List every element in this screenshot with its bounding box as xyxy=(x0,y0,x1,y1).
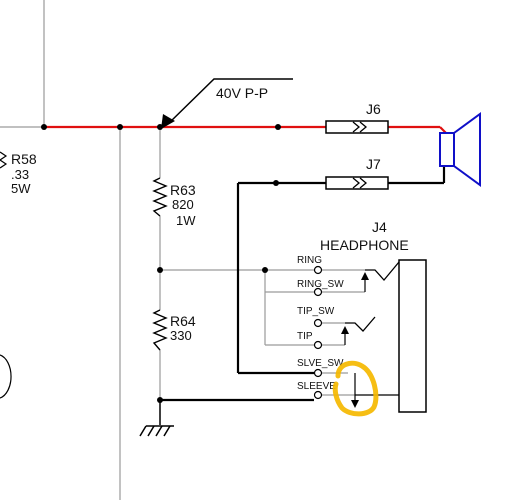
partial-circle xyxy=(0,354,12,399)
thin-wires xyxy=(0,0,365,500)
resistor-r58: R58 .33 5W xyxy=(0,151,37,196)
pin-sleeve-label: SLEEVE xyxy=(297,381,336,392)
r64-name-label: R64 xyxy=(170,313,196,329)
pin-ring-label: RING xyxy=(297,255,322,266)
j7-label: J7 xyxy=(366,156,381,172)
pin-tip-sw-label: TIP_SW xyxy=(297,306,335,317)
j6-label: J6 xyxy=(366,101,381,117)
speaker-icon xyxy=(439,112,481,187)
r58-name-label: R58 xyxy=(11,151,37,167)
r58-power-label: 5W xyxy=(11,181,31,196)
r63-value-label: 820 xyxy=(172,197,194,212)
headphone-label: HEADPHONE xyxy=(320,237,409,253)
voltage-label: 40V P-P xyxy=(216,85,268,101)
j4-label: J4 xyxy=(372,219,387,235)
resistor-r64: R64 330 xyxy=(152,309,196,351)
r58-value-label: .33 xyxy=(11,167,29,182)
pin-tip-label: TIP xyxy=(297,331,313,342)
junction-dots xyxy=(41,124,281,403)
voltage-callout: 40V P-P xyxy=(161,78,293,129)
ground-symbol xyxy=(139,400,174,437)
r63-name-label: R63 xyxy=(170,182,196,198)
r64-value-label: 330 xyxy=(170,328,192,343)
headphone-jack-j4: J4 HEADPHONE RING RING_SW TIP_SW TIP SLV… xyxy=(297,219,427,413)
highlight-annotation xyxy=(332,360,379,417)
connector-j7: J7 xyxy=(325,156,389,190)
connector-j6: J6 xyxy=(325,101,389,134)
resistor-r63: R63 820 1W xyxy=(152,177,196,228)
r63-power-label: 1W xyxy=(176,213,196,228)
pin-slve-sw-label: SLVE_SW xyxy=(297,358,344,369)
pin-ring-sw-label: RING_SW xyxy=(297,279,344,290)
